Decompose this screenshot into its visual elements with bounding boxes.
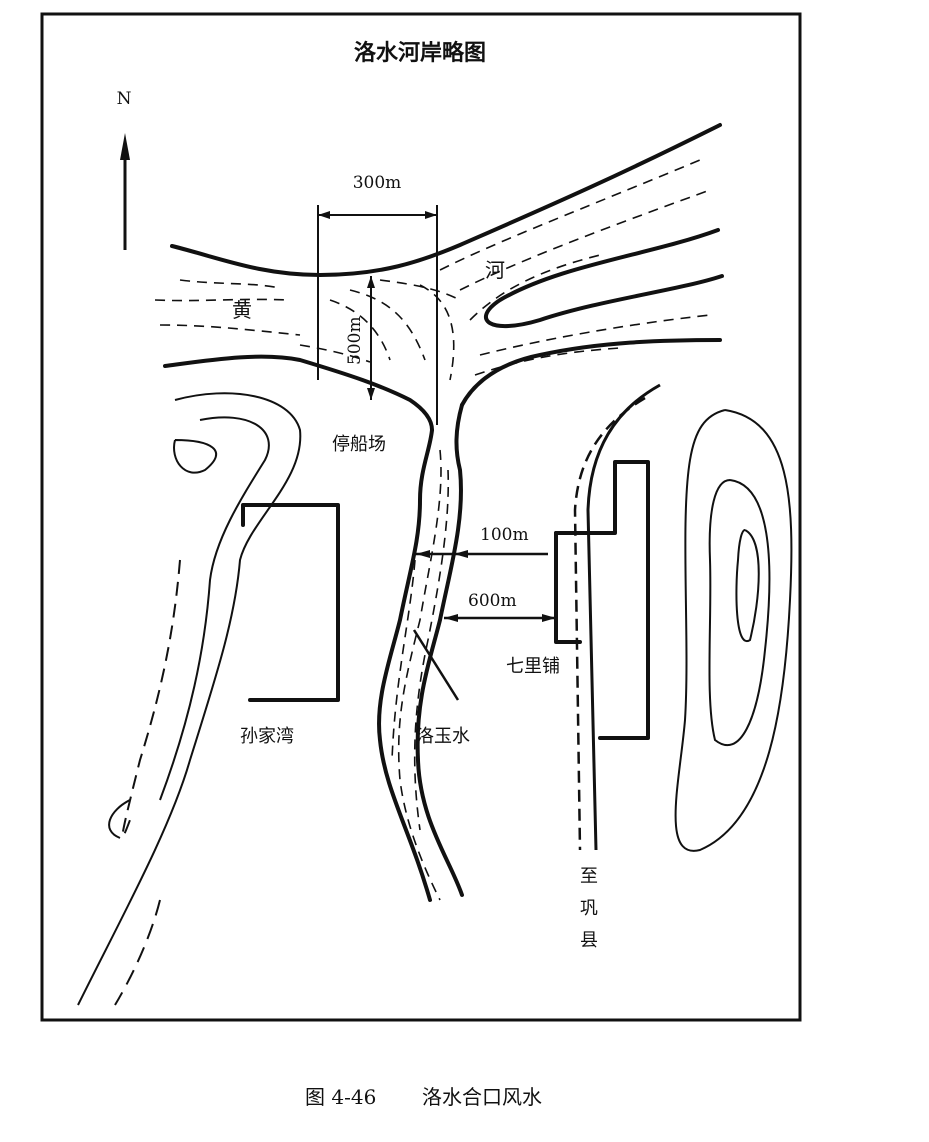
dimension-600m: 600m <box>444 591 556 622</box>
figure-caption: 洛水合口风水 <box>422 1085 542 1109</box>
label-500m: 500m <box>345 316 365 365</box>
yellow-river: 黄 河 <box>154 123 724 432</box>
label-huang: 黄 <box>232 298 252 322</box>
road-to-gongxian: 至 巩 县 <box>573 383 661 951</box>
dimension-300m: 300m <box>317 173 438 425</box>
map-title: 洛水河岸略图 <box>354 40 486 66</box>
north-label: N <box>117 89 132 109</box>
label-dock: 停船场 <box>332 434 386 455</box>
dimension-500m: 500m <box>345 276 375 400</box>
label-to: 至 <box>580 866 598 887</box>
label-he: 河 <box>485 258 505 282</box>
label-300m: 300m <box>353 173 402 193</box>
label-qilipu: 七里铺 <box>506 656 560 677</box>
terrain-contours-east <box>674 409 793 852</box>
figure-number: 图 4-46 <box>305 1085 376 1109</box>
north-arrow-icon: N <box>117 89 132 250</box>
map-frame <box>40 12 802 1022</box>
terrain-contours-west <box>77 392 302 1006</box>
label-sunjiawan: 孙家湾 <box>240 726 294 747</box>
label-gong: 巩 <box>580 898 598 919</box>
luo-river: 洛玉水 <box>377 403 470 902</box>
label-luoyushui: 洛玉水 <box>416 726 470 747</box>
qilipu-settlement: 七里铺 <box>506 460 650 740</box>
dimension-100m: 100m <box>416 525 548 558</box>
label-xian: 县 <box>580 930 598 951</box>
label-100m: 100m <box>480 525 529 545</box>
sunjiawan-settlement: 孙家湾 <box>240 503 340 747</box>
label-600m: 600m <box>468 591 517 611</box>
